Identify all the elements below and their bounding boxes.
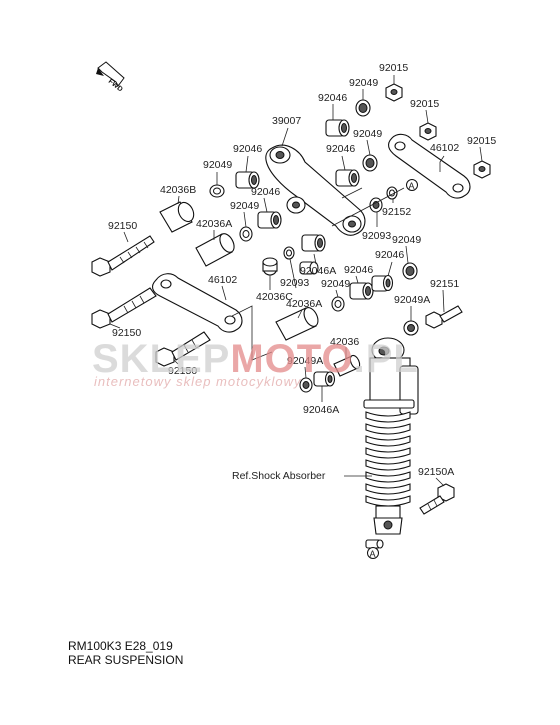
callout-92049A-b: 92049A: [287, 355, 323, 367]
callout-92151: 92151: [430, 278, 459, 290]
callout-92049-f: 92049: [321, 278, 350, 290]
bearing-92046-d: [257, 211, 282, 229]
bearing-92046-a: [325, 119, 350, 137]
bearing-92046-b: [335, 169, 360, 187]
callout-labels: 92015 92049 92046 92015 39007 92049 9201…: [108, 62, 496, 482]
nut-92015-top: [385, 83, 403, 102]
pin-bottom: [365, 539, 384, 549]
callout-92150-a: 92150: [108, 220, 137, 232]
callout-92049-a: 92049: [349, 77, 378, 89]
bolt-92151: [425, 305, 463, 329]
callout-92049-d: 92049: [230, 200, 259, 212]
bearing-92046A-a: [299, 261, 319, 275]
callout-92150-b: 92150: [112, 327, 141, 339]
bolt-92150-b: [91, 287, 157, 329]
diagram-code: RM100K3 E28_019: [68, 639, 173, 653]
callout-92015-top: 92015: [379, 62, 408, 74]
callout-92150-c: 92150: [168, 365, 197, 377]
seal-92049-b: [362, 154, 378, 172]
callout-42036A-b: 42036A: [286, 298, 322, 310]
callout-92046A-b: 92046A: [303, 404, 339, 416]
callout-92015-c: 92015: [467, 135, 496, 147]
seal-92049-a: [355, 99, 371, 117]
callout-92046-c: 92046: [233, 143, 262, 155]
callout-92150A: 92150A: [418, 466, 454, 478]
fwd-arrow-icon: FWD: [96, 61, 125, 93]
svg-text:A: A: [370, 549, 376, 559]
tie-rod-46102-lower: [151, 273, 243, 333]
callout-92093-a: 92093: [362, 230, 391, 242]
diagram-title: REAR SUSPENSION: [68, 653, 183, 667]
seal-92049A-a: [403, 320, 419, 336]
ref-marker-a-bottom: A: [367, 547, 379, 559]
callout-92046-d: 92046: [251, 186, 280, 198]
seal-92049-d: [239, 226, 253, 242]
callout-92049-c: 92049: [203, 159, 232, 171]
bearing-92046-e: [301, 234, 326, 252]
svg-text:SKLEPMOTO.PL: SKLEPMOTO.PL: [92, 337, 419, 381]
callout-92046A-a: 92046A: [300, 265, 336, 277]
callout-92046-b: 92046: [326, 143, 355, 155]
nut-92015-c: [473, 160, 491, 179]
watermark-tagline: internetowy sklep motocyklowy: [94, 374, 302, 389]
bolt-92150-a: [91, 235, 155, 277]
collar-42036A-b: [275, 307, 319, 341]
bearing-92046A-b: [313, 371, 336, 387]
watermark: SKLEPMOTO.PL internetowy sklep motocyklo…: [92, 337, 419, 389]
callout-42036B: 42036B: [160, 184, 196, 196]
bolt-92150A: [419, 483, 455, 515]
leader-lines: [109, 75, 483, 487]
tie-rod-46102-top: [387, 133, 471, 199]
rocker-arm-39007: [265, 144, 366, 236]
callout-92049-b: 92049: [353, 128, 382, 140]
callout-92046-a: 92046: [318, 92, 347, 104]
callout-92152: 92152: [382, 206, 411, 218]
callout-42036C: 42036C: [256, 291, 293, 303]
callout-ref-shock: Ref.Shock Absorber: [232, 470, 326, 482]
bolt-92150-c: [155, 331, 211, 367]
callout-92046-f: 92046: [344, 264, 373, 276]
watermark-brand-right: .PL: [354, 337, 419, 381]
collar-42036C: [262, 257, 278, 276]
collar-42036B: [159, 201, 195, 233]
shock-absorber: [363, 337, 419, 535]
nut-92015-b: [419, 122, 437, 141]
callout-92049A-a: 92049A: [394, 294, 430, 306]
washer-92093-b: [283, 246, 295, 260]
callout-92093-b: 92093: [280, 277, 309, 289]
seal-92049-e: [402, 262, 418, 280]
callout-92015-b: 92015: [410, 98, 439, 110]
svg-text:A: A: [409, 181, 415, 191]
bearing-92046-f: [349, 282, 374, 300]
callout-92049-e: 92049: [392, 234, 421, 246]
callout-42036A-a: 42036A: [196, 218, 232, 230]
collar-42036: [333, 354, 361, 377]
callout-92046-e: 92046: [375, 249, 404, 261]
seal-92049-f: [331, 296, 345, 312]
watermark-brand-mid: MOTO: [230, 337, 353, 381]
collar-42036A-a: [195, 233, 235, 267]
ref-marker-a-top: A: [406, 179, 418, 191]
callout-42036: 42036: [330, 336, 359, 348]
callout-39007: 39007: [272, 115, 301, 127]
washer-92152: [386, 186, 398, 200]
bearing-92046-c: [235, 171, 260, 189]
bearing-92046-g: [371, 274, 394, 292]
seal-92049-c: [209, 184, 225, 198]
callout-46102-top: 46102: [430, 142, 459, 154]
callout-46102-b: 46102: [208, 274, 237, 286]
watermark-brand-left: SKLEP: [92, 337, 230, 381]
